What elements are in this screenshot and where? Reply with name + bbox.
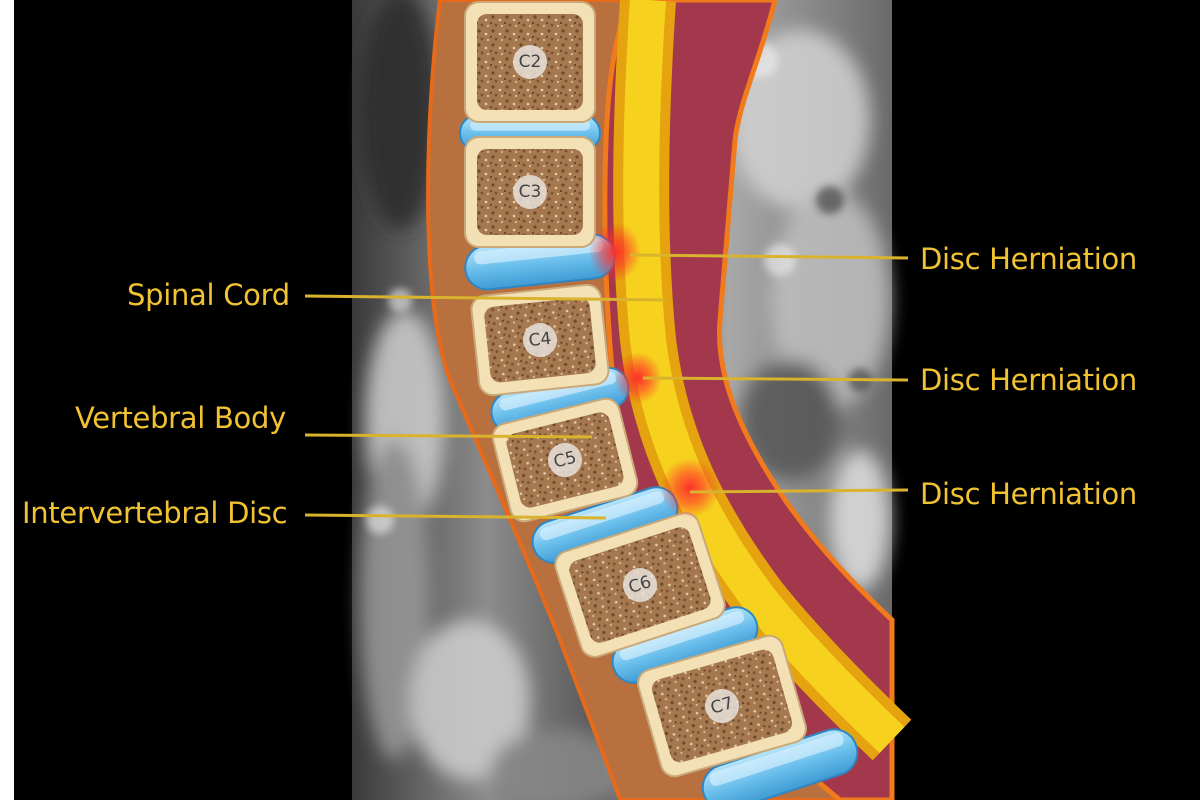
vertebra-label: C2 bbox=[519, 52, 542, 72]
vertebra-badge bbox=[513, 45, 547, 79]
vertebral-body: C2 bbox=[464, 1, 596, 123]
label-disc-herniation-2: Disc Herniation bbox=[920, 363, 1137, 397]
vertebra-label: C3 bbox=[519, 182, 542, 202]
vertebra-badge bbox=[548, 443, 582, 477]
herniations bbox=[589, 222, 720, 518]
left-white-edge bbox=[0, 0, 14, 800]
label-disc-herniation-1: Disc Herniation bbox=[920, 242, 1137, 276]
leader-intervertebral-disc bbox=[304, 513, 607, 520]
vertebral-body: C6 bbox=[554, 512, 726, 658]
label-disc-herniation-3: Disc Herniation bbox=[920, 477, 1137, 511]
label-intervertebral-disc: Intervertebral Disc bbox=[22, 496, 288, 530]
vertebra-badge bbox=[523, 323, 557, 357]
vertebra-badge bbox=[513, 175, 547, 209]
leader-spinal-cord bbox=[304, 294, 666, 302]
herniation-c4-c5 bbox=[614, 352, 662, 404]
leader-disc-herniation-2 bbox=[642, 376, 909, 382]
leader-vertebral-body bbox=[304, 433, 593, 439]
herniation-c3-c4 bbox=[589, 222, 641, 282]
leader-disc-herniation-3 bbox=[689, 488, 909, 494]
herniation-c5-c6 bbox=[660, 458, 720, 518]
leader-disc-herniation-1 bbox=[629, 253, 909, 260]
label-vertebral-body: Vertebral Body bbox=[75, 401, 286, 435]
vertebral-body: C3 bbox=[464, 136, 596, 248]
vertebra-label: C4 bbox=[528, 329, 553, 351]
vertebral-body: C7 bbox=[637, 634, 807, 778]
leader-lines bbox=[304, 253, 909, 520]
vertebral-body: C4 bbox=[470, 283, 610, 397]
label-spinal-cord: Spinal Cord bbox=[127, 278, 290, 312]
vertebra-badge bbox=[623, 568, 657, 602]
spinal-cord-core bbox=[623, 0, 905, 754]
vertebra-badge bbox=[705, 689, 739, 723]
